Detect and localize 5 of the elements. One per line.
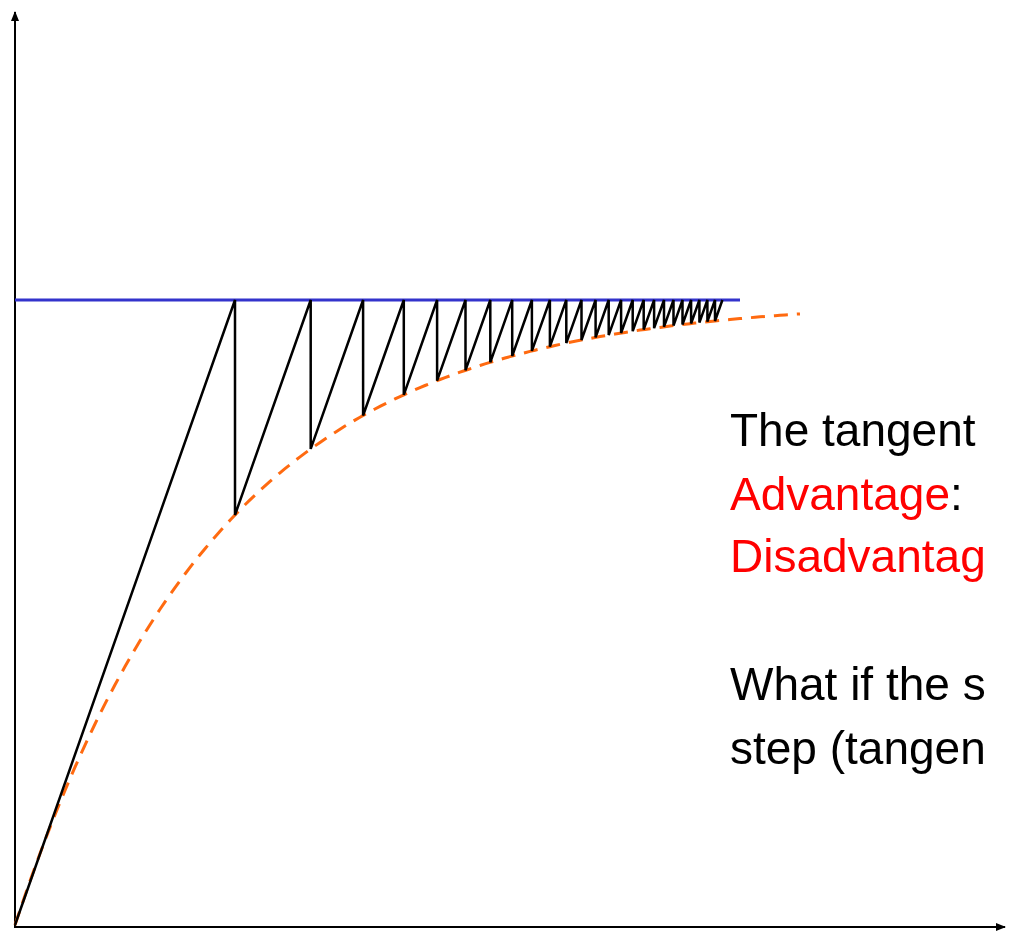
- note-text: step (tangen: [730, 722, 986, 774]
- note-text: Disadvantag: [730, 530, 986, 582]
- note-text: What if the s: [730, 658, 986, 710]
- note-text: Advantage:: [730, 468, 963, 520]
- note-text: The tangent: [730, 404, 976, 456]
